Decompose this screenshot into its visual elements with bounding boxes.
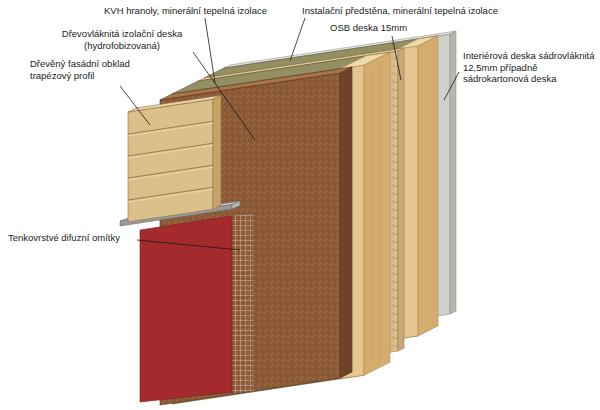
- callout-label: Interiérová deska sádrovláknitá 12,5mm p…: [463, 50, 596, 85]
- cladding-front: [128, 99, 213, 222]
- leader-line: [205, 18, 215, 83]
- leader-line: [137, 240, 240, 250]
- leader-line: [193, 52, 255, 140]
- leader-lines: [120, 18, 459, 250]
- leader-line: [290, 18, 305, 61]
- callout-label: KVH hranoly, minerální tepelná izolace: [104, 5, 267, 17]
- osb-side: [398, 48, 404, 351]
- cladding-board-joints: [128, 121, 213, 200]
- fibreboard-side: [340, 67, 352, 378]
- cladding-top: [128, 95, 221, 112]
- installation-stud-side: [418, 36, 438, 336]
- wood-grain: [352, 64, 380, 372]
- cladding-side: [213, 95, 221, 209]
- fibreboard-top: [160, 67, 352, 100]
- render-front: [140, 216, 232, 402]
- kvh-stud-side: [364, 52, 390, 375]
- callout-label: Dřevěný fasádní obklad trapézový profil: [30, 58, 142, 81]
- render-layer: [140, 213, 254, 402]
- leader-line: [392, 36, 401, 80]
- callout-label: Instalační předstěna, minerální tepelná …: [302, 5, 498, 17]
- callout-label: OSB deska 15mm: [330, 22, 407, 34]
- reinforcing-mesh: [232, 213, 254, 394]
- callout-label: Dřevovláknitá izolační deska (hydrofobiz…: [47, 28, 197, 51]
- flashing-end: [232, 201, 240, 209]
- leader-line: [120, 86, 150, 125]
- cladding-board-shadows: [128, 123, 213, 202]
- kvh-stud-front: [340, 65, 364, 379]
- interior-board-side: [450, 31, 456, 314]
- callout-label: Tenkovrstvé difuzní omítky: [8, 232, 120, 244]
- leader-line: [444, 72, 459, 100]
